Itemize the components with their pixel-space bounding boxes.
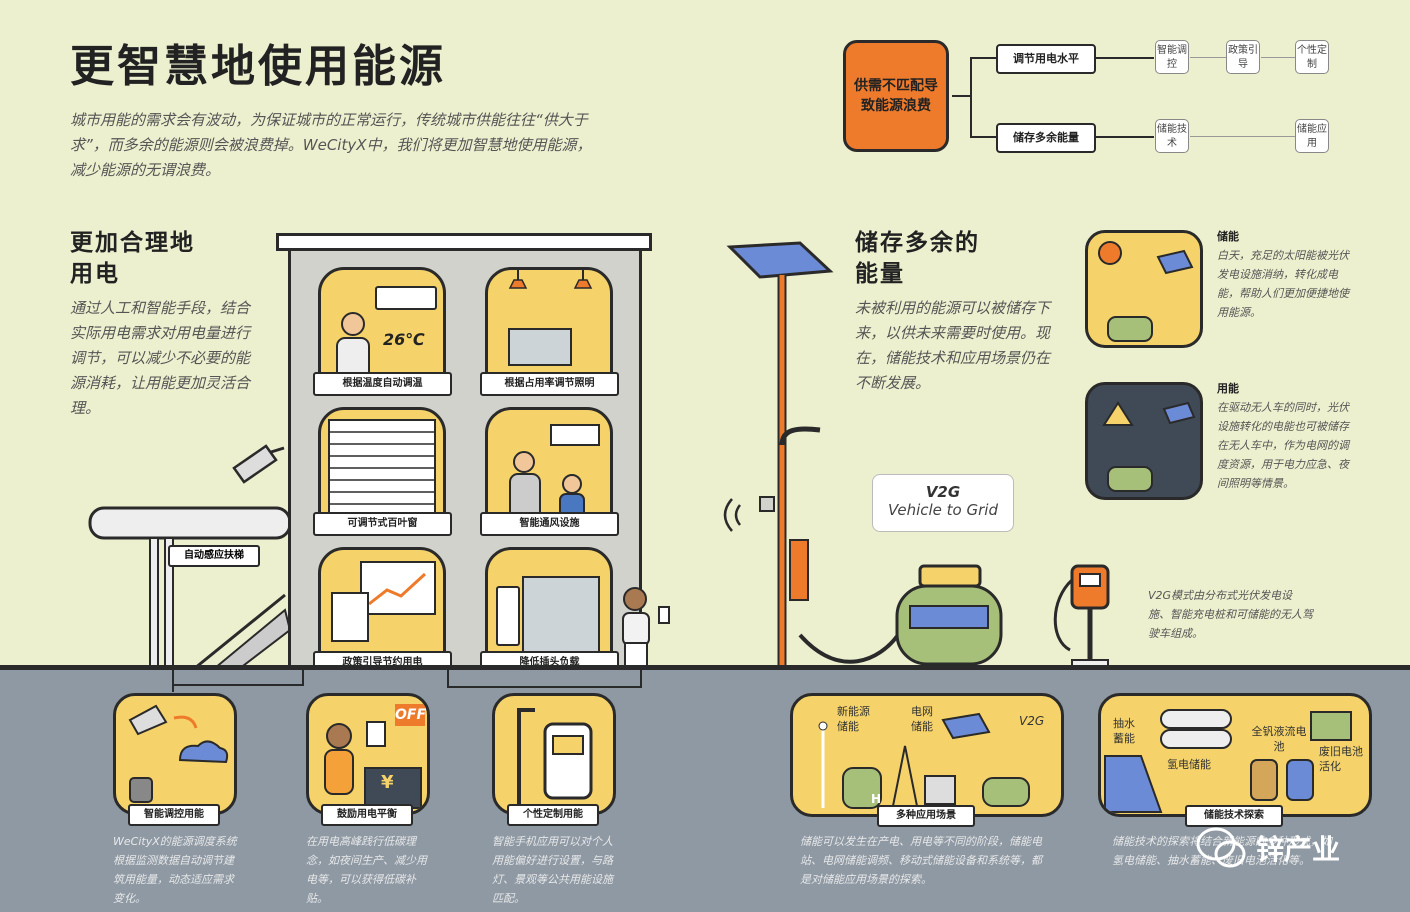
room-plug-load bbox=[485, 547, 613, 671]
bottom-card-custom bbox=[492, 693, 616, 815]
bottom-text-tech: 储能技术的探索将结合新能源的多种形式，如氢电储能、抽水蓄能、废旧电池活化等。 bbox=[1112, 835, 1332, 867]
sun-solar-icon bbox=[1098, 241, 1194, 342]
v2g-note: V2G模式由分布式光伏发电设施、智能充电桩和可储能的无人驾驶车组成。 bbox=[1148, 589, 1313, 640]
room-label-blinds: 可调节式百叶窗 bbox=[313, 512, 452, 536]
warning-solar-icon bbox=[1102, 401, 1196, 492]
scenarios-illustration bbox=[818, 712, 1030, 809]
wechat-icon bbox=[1196, 827, 1246, 868]
storage-body: 未被利用的能源可以被储存下来，以供未来需要时使用。现在，储能技术和应用场景仍在不… bbox=[855, 299, 1051, 392]
mind-map-leaf-custom: 个性定制 bbox=[1295, 40, 1329, 74]
charging-station-icon bbox=[1053, 564, 1110, 669]
tag-v2g: V2G bbox=[1019, 714, 1045, 728]
mind-map-leaf-storage-tech: 储能技术 bbox=[1155, 119, 1189, 153]
left-heading: 更加合理地 用电 bbox=[70, 228, 195, 290]
room-temperature: 26℃ bbox=[318, 267, 446, 391]
tag-new-energy: 新能源储能 bbox=[837, 705, 870, 733]
bottom-text-custom: 智能手机应用可以对个人用能偏好进行设置，与路灯、景观等公共用能设施匹配。 bbox=[492, 835, 613, 905]
mind-map-root: 供需不匹配导致能源浪费 bbox=[843, 40, 949, 152]
autonomous-vehicle-icon bbox=[798, 564, 1003, 666]
side-card-usage bbox=[1085, 382, 1203, 500]
tag-hydrogen: 氢电储能 bbox=[1167, 758, 1211, 771]
page-title: 更智慧地使用能源 bbox=[70, 41, 446, 92]
watermark-text: 锌产业 bbox=[1256, 833, 1341, 866]
yen-symbol: ¥ bbox=[381, 772, 394, 793]
watermark: 锌产业 bbox=[1196, 826, 1340, 870]
storage-heading: 储存多余的 能量 bbox=[855, 228, 980, 290]
room-lighting bbox=[485, 267, 613, 391]
tag-vanadium: 全钒液流电池 bbox=[1251, 725, 1307, 753]
person-with-phone-icon bbox=[622, 587, 670, 671]
left-heading-line2: 用电 bbox=[70, 261, 120, 287]
bottom-card-tech: 抽水蓄能 全钒液流电池 氢电储能 废旧电池活化 bbox=[1098, 693, 1372, 817]
storage-heading-line1: 储存多余的 bbox=[855, 230, 980, 256]
smart-control-icon bbox=[128, 704, 229, 803]
mind-map-leaf-policy: 政策引导 bbox=[1226, 40, 1260, 74]
solar-street-lamp bbox=[723, 241, 834, 670]
bottom-label-balance: 鼓励用电平衡 bbox=[321, 804, 413, 826]
side-card-usage-title: 用能 bbox=[1217, 382, 1239, 395]
desk-icon bbox=[508, 328, 572, 366]
v2g-badge: V2G Vehicle to Grid bbox=[872, 474, 1014, 532]
bottom-text-balance: 在用电高峰践行低碳理念，如夜间生产、减少用电等，可以获得低碳补贴。 bbox=[306, 835, 427, 905]
ground-line bbox=[0, 665, 1410, 670]
room-label-lighting: 根据占用率调节照明 bbox=[480, 372, 619, 396]
left-heading-line1: 更加合理地 bbox=[70, 230, 195, 256]
v2g-title: V2G bbox=[925, 483, 961, 501]
bottom-text-smart-control: WeCityX的能源调度系统根据监测数据自动调节建筑用能量，动态适应需求变化。 bbox=[113, 835, 237, 905]
room-ventilation bbox=[485, 407, 613, 531]
side-card-storage-title: 储能 bbox=[1217, 230, 1239, 243]
vending-machine-icon bbox=[522, 576, 600, 662]
temperature-readout: 26℃ bbox=[383, 330, 425, 349]
document-icon bbox=[331, 592, 369, 642]
bottom-label-custom: 个性定制用能 bbox=[507, 804, 599, 826]
bottom-card-scenarios: 新能源储能 电网储能 V2G H bbox=[790, 693, 1064, 817]
air-conditioner-icon bbox=[375, 286, 437, 310]
mind-map-branch-store: 储存多余能量 bbox=[996, 123, 1096, 153]
vent-icon bbox=[550, 424, 600, 446]
storage-heading-line2: 能量 bbox=[855, 261, 905, 287]
bottom-card-smart-control bbox=[113, 693, 237, 815]
room-blinds bbox=[318, 407, 446, 531]
battery-icon bbox=[496, 586, 520, 646]
blinds-icon bbox=[328, 419, 436, 517]
off-sign: OFF bbox=[395, 704, 426, 726]
person-switch-icon bbox=[324, 721, 422, 809]
mind-map-branch-regulate: 调节用电水平 bbox=[996, 44, 1096, 74]
bottom-text-scenarios: 储能可以发生在产电、用电等不同的阶段，储能电站、电网储能调频、移动式储能设备和系… bbox=[800, 835, 1042, 886]
tech-illustration bbox=[1104, 709, 1352, 813]
building-roof bbox=[276, 233, 652, 251]
escalator-illustration bbox=[88, 506, 292, 672]
hydrogen-mark: H bbox=[871, 792, 882, 806]
bottom-label-smart-control: 智能调控用能 bbox=[128, 804, 220, 826]
intro-text: 城市用能的需求会有波动，为保证城市的正常运行，传统城市供能往往“供大于求”，而多… bbox=[70, 111, 592, 179]
bottom-card-balance: OFF ¥ bbox=[306, 693, 430, 815]
ceiling-light-icon bbox=[508, 270, 593, 289]
side-card-storage-text: 白天，充足的太阳能被光伏发电设施消纳，转化成电能，帮助人们更加便捷地使用能源。 bbox=[1217, 249, 1349, 319]
tag-pumped-hydro: 抽水蓄能 bbox=[1113, 717, 1135, 745]
tag-grid: 电网储能 bbox=[911, 705, 933, 733]
side-card-usage-text: 在驱动无人车的同时，光伏设施转化的电能也可被储存在无人车中，作为电网的调度资源，… bbox=[1217, 401, 1349, 490]
chart-board-icon bbox=[360, 561, 436, 615]
mind-map-root-label: 供需不匹配导致能源浪费 bbox=[854, 78, 938, 114]
mind-map-leaf-smart: 智能调控 bbox=[1155, 40, 1189, 74]
bottom-label-tech: 储能技术探索 bbox=[1185, 805, 1283, 827]
left-body: 通过人工和智能手段，结合实际用电需求对用电量进行调节，可以减少不必要的能源消耗，… bbox=[70, 299, 251, 417]
phone-app-icon bbox=[517, 708, 593, 806]
room-label-temperature: 根据温度自动调温 bbox=[313, 372, 452, 396]
escalator-label: 自动感应扶梯 bbox=[168, 545, 260, 567]
v2g-subtitle: Vehicle to Grid bbox=[887, 501, 998, 519]
bottom-label-scenarios: 多种应用场景 bbox=[877, 805, 975, 827]
room-label-ventilation: 智能通风设施 bbox=[480, 512, 619, 536]
mind-map-leaf-storage-app: 储能应用 bbox=[1295, 119, 1329, 153]
tag-battery-reuse: 废旧电池活化 bbox=[1319, 745, 1363, 773]
side-card-storage bbox=[1085, 230, 1203, 348]
camera-icon bbox=[232, 444, 285, 484]
